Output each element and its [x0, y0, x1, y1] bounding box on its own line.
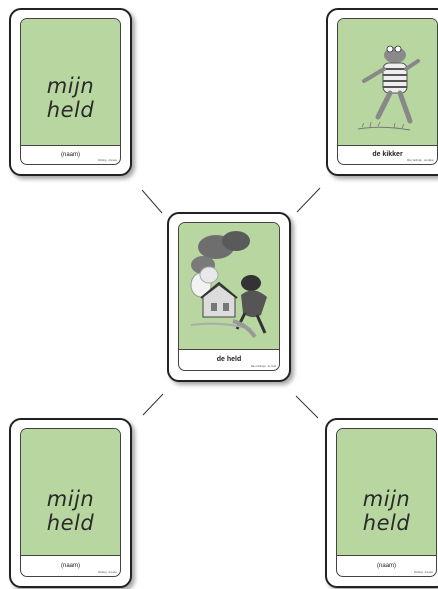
connector-top-right — [297, 188, 320, 212]
card-picture-area — [179, 223, 279, 350]
card-panel: mijn held (naam) Weblog · Anneke — [20, 428, 121, 577]
card-handwritten-text: mijn held — [337, 487, 436, 535]
card-bottom-right: mijn held (naam) Weblog · Anneke — [325, 418, 438, 588]
card-picture-area — [338, 19, 437, 146]
frog-illustration — [350, 37, 430, 137]
card-name-label: de held — [179, 356, 279, 363]
card-top-left: mijn held (naam) Weblog · Anneke — [9, 8, 132, 176]
card-panel: mijn held (naam) Weblog · Anneke — [336, 428, 437, 577]
card-bottom-left: mijn held (naam) Weblog · Anneke — [9, 418, 132, 588]
card-name-label: (naam) — [21, 563, 120, 569]
card-name-label: (naam) — [337, 563, 436, 569]
card-center: de held Max Velthuijs · de held — [167, 212, 291, 382]
card-credit: Weblog · Anneke — [98, 571, 117, 574]
card-credit: Max Velthuijs · de held — [251, 365, 276, 368]
hero-illustration — [181, 225, 280, 343]
card-picture-area: mijn held — [21, 429, 120, 556]
card-picture-area: mijn held — [21, 19, 120, 146]
card-top-right: de kikker Max Velthuijs · de kikker — [326, 8, 438, 176]
card-panel: de kikker Max Velthuijs · de kikker — [337, 18, 438, 165]
card-name-label: de kikker — [338, 151, 437, 158]
card-handwritten-text: mijn held — [21, 74, 120, 122]
card-panel: de held Max Velthuijs · de held — [178, 222, 280, 371]
card-picture-area: mijn held — [337, 429, 436, 556]
connector-top-left — [142, 190, 162, 213]
connector-bottom-left — [143, 394, 163, 415]
connector-bottom-right — [296, 396, 318, 418]
card-handwritten-text: mijn held — [21, 487, 120, 535]
card-name-label: (naam) — [21, 152, 120, 158]
card-credit: Weblog · Anneke — [98, 159, 117, 162]
card-panel: mijn held (naam) Weblog · Anneke — [20, 18, 121, 165]
card-credit: Max Velthuijs · de kikker — [407, 159, 434, 162]
card-credit: Weblog · Anneke — [414, 571, 433, 574]
